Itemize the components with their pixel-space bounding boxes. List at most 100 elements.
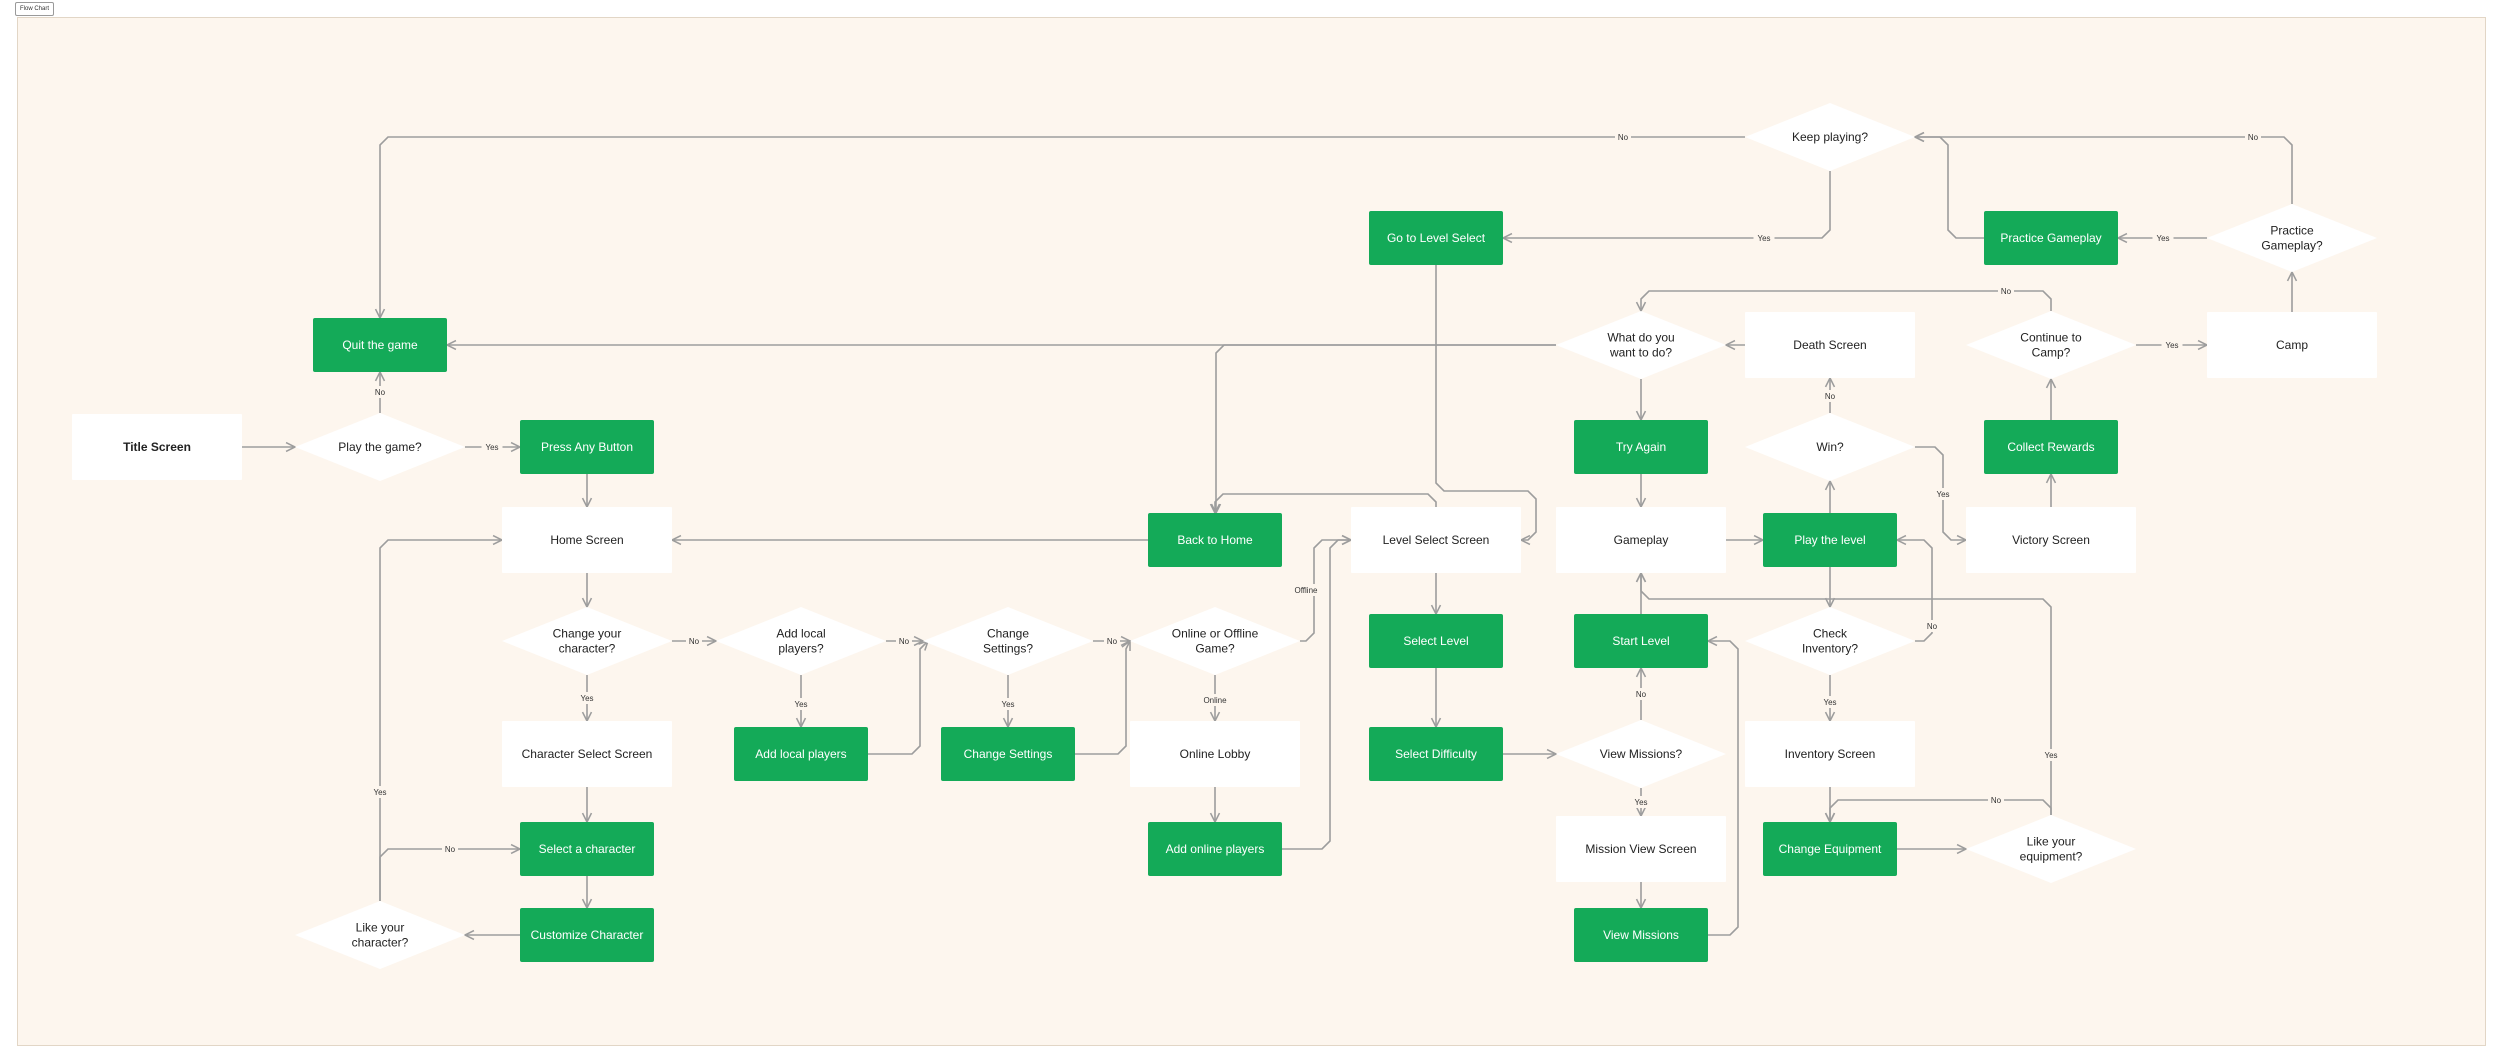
node-title[interactable]: Title Screen [72,414,242,480]
action-box[interactable] [1369,211,1503,265]
node-view-missions[interactable]: View Missions [1574,908,1708,962]
frame-label[interactable]: Flow Chart [15,2,55,16]
node-keep-playing-q[interactable]: Keep playing? [1745,103,1915,171]
edge-like_char_q-to-home[interactable] [379,540,502,901]
node-win-q[interactable]: Win? [1745,413,1915,481]
screen-box[interactable] [1745,721,1915,787]
node-victory[interactable]: Victory Screen [1966,507,2136,573]
screen-box[interactable] [1351,507,1521,573]
node-inventory[interactable]: Inventory Screen [1745,721,1915,787]
decision-diamond[interactable] [1966,815,2136,883]
node-home[interactable]: Home Screen [502,507,672,573]
edge-add_online-to-level_select[interactable] [1282,540,1351,850]
action-box[interactable] [1763,822,1897,876]
decision-diamond[interactable] [295,901,465,969]
node-add-online[interactable]: Add online players [1148,822,1282,876]
node-char-select[interactable]: Character Select Screen [502,721,672,787]
node-customize[interactable]: Customize Character [520,908,654,962]
node-select-diff[interactable]: Select Difficulty [1369,727,1503,781]
decision-diamond[interactable] [1556,311,1726,379]
node-mission-view[interactable]: Mission View Screen [1556,816,1726,882]
decision-diamond[interactable] [1745,413,1915,481]
action-box[interactable] [1574,908,1708,962]
node-back-home[interactable]: Back to Home [1148,513,1282,567]
decision-diamond[interactable] [1745,607,1915,675]
decision-diamond[interactable] [1745,103,1915,171]
screen-box[interactable] [502,721,672,787]
node-try-again[interactable]: Try Again [1574,420,1708,474]
action-box[interactable] [1148,822,1282,876]
screen-box[interactable] [1966,507,2136,573]
node-goto-level[interactable]: Go to Level Select [1369,211,1503,265]
edge-practice_q-to-keep_playing_q[interactable] [1915,137,2293,204]
decision-diamond[interactable] [295,413,465,481]
node-press[interactable]: Press Any Button [520,420,654,474]
action-box[interactable] [520,822,654,876]
decision-diamond[interactable] [1966,311,2136,379]
edge-practice-to-keep_playing_q[interactable] [1915,137,1984,239]
action-box[interactable] [520,420,654,474]
edge-add_local-to-change_settings_q[interactable] [868,641,928,755]
screen-box[interactable] [72,414,242,480]
action-box[interactable] [313,318,447,372]
node-gameplay[interactable]: Gameplay [1556,507,1726,573]
edge-like_equip_q-to-gameplay[interactable] [1641,573,2052,815]
node-practice[interactable]: Practice Gameplay [1984,211,2118,265]
edge-goto_level-to-level_select[interactable] [1435,265,1537,540]
action-box[interactable] [1574,614,1708,668]
node-quit[interactable]: Quit the game [313,318,447,372]
screen-box[interactable] [1556,507,1726,573]
edge-continue_camp_q-to-what_do_q[interactable] [1641,290,2052,311]
node-start-level[interactable]: Start Level [1574,614,1708,668]
edge-check_inv_q-to-play_level[interactable] [1897,540,1933,642]
screen-box[interactable] [1130,721,1300,787]
action-box[interactable] [1574,420,1708,474]
node-play-q[interactable]: Play the game? [295,413,465,481]
screen-box[interactable] [502,507,672,573]
edge-like_equip_q-to-change_equip[interactable] [1830,799,2052,822]
screen-box[interactable] [1745,312,1915,378]
node-add-local[interactable]: Add local players [734,727,868,781]
decision-diamond[interactable] [502,607,672,675]
action-box[interactable] [941,727,1075,781]
screen-box[interactable] [1556,816,1726,882]
decision-diamond[interactable] [716,607,886,675]
decision-diamond[interactable] [1556,720,1726,788]
node-camp[interactable]: Camp [2207,312,2377,378]
action-box[interactable] [1148,513,1282,567]
action-box[interactable] [1984,211,2118,265]
edge-like_char_q-to-select_char[interactable] [379,849,520,901]
node-select-char[interactable]: Select a character [520,822,654,876]
node-change-equip[interactable]: Change Equipment [1763,822,1897,876]
node-collect[interactable]: Collect Rewards [1984,420,2118,474]
node-level-select[interactable]: Level Select Screen [1351,507,1521,573]
decision-diamond[interactable] [923,607,1093,675]
edge-what_do_q-to-back_home[interactable] [1216,344,1556,513]
edge-view_missions-to-start_level[interactable] [1708,641,1739,936]
edge-change_settings-to-online_q[interactable] [1075,641,1130,755]
node-select-level[interactable]: Select Level [1369,614,1503,668]
decision-diamond[interactable] [1130,607,1300,675]
node-view-missions-q[interactable]: View Missions? [1556,720,1726,788]
action-box[interactable] [1369,727,1503,781]
action-box[interactable] [1984,420,2118,474]
node-online-lobby[interactable]: Online Lobby [1130,721,1300,787]
edge-keep_playing_q-to-quit[interactable] [380,136,1745,318]
node-change-settings[interactable]: Change Settings [941,727,1075,781]
action-box[interactable] [520,908,654,962]
node-death[interactable]: Death Screen [1745,312,1915,378]
decision-diamond[interactable] [2207,204,2377,272]
edge-keep_playing_q-to-goto_level[interactable] [1503,171,1831,238]
screen-box[interactable] [2207,312,2377,378]
action-box[interactable] [734,727,868,781]
